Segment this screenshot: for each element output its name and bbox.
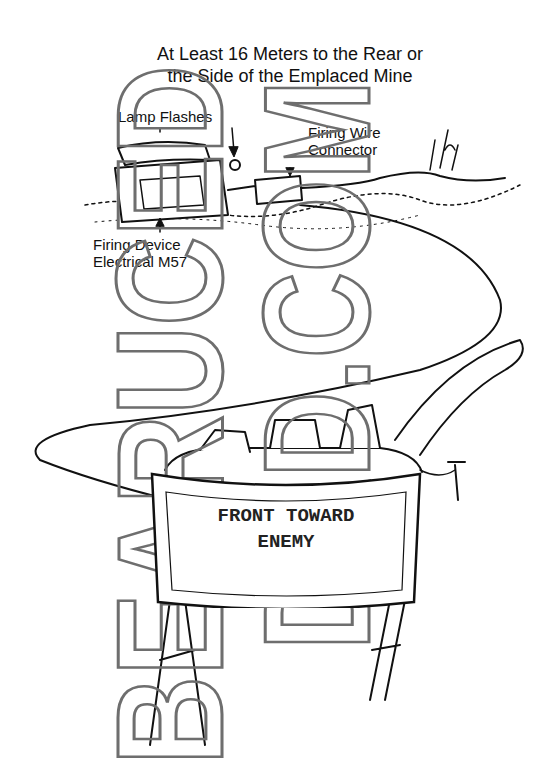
mine-marking: FRONT TOWARD ENEMY — [208, 504, 364, 555]
mine-face-rim — [166, 492, 406, 596]
wire — [420, 470, 455, 475]
grass — [430, 130, 458, 170]
mine-face-outline — [152, 474, 420, 608]
mine-face: FRONT TOWARD ENEMY — [148, 468, 424, 608]
watermark: BEARUCED — [95, 65, 245, 765]
firing-wire-band — [395, 340, 523, 455]
stake — [448, 462, 465, 500]
